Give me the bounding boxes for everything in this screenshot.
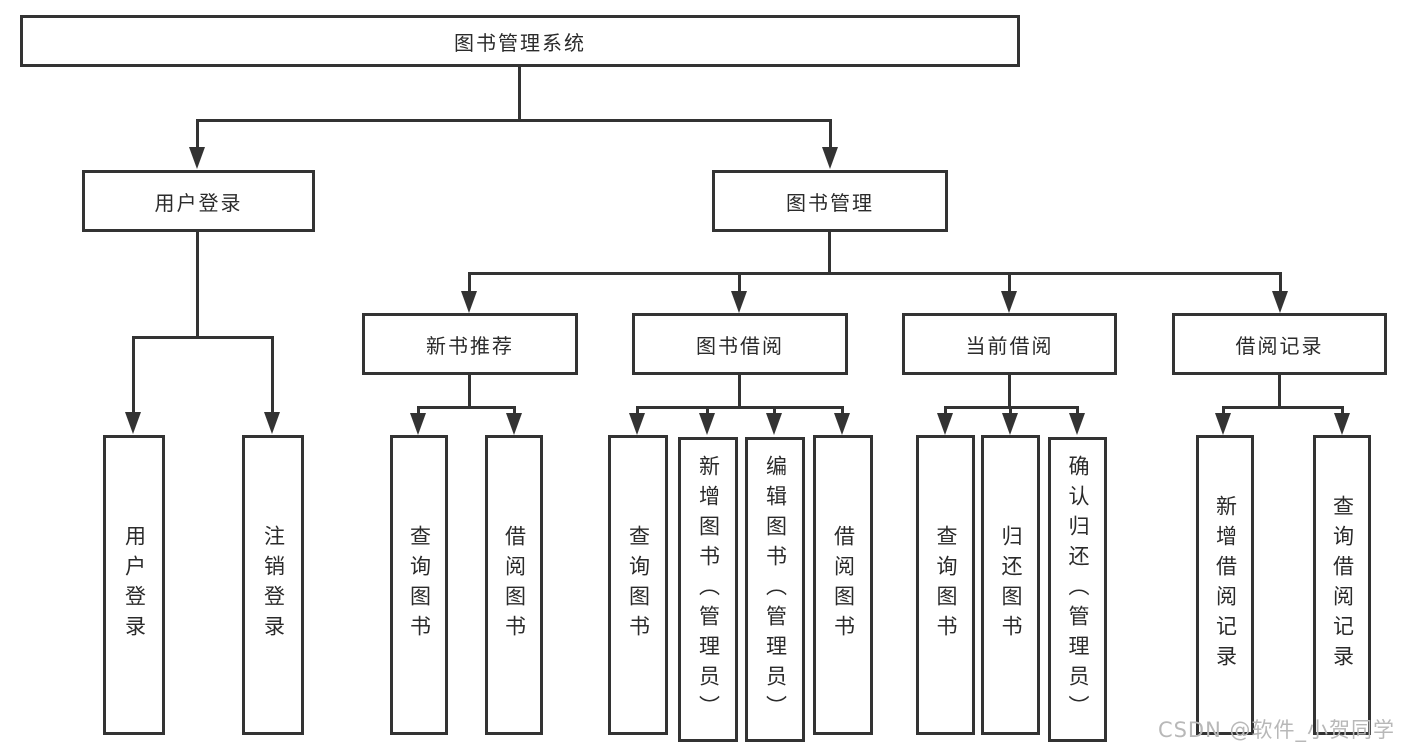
connector-line xyxy=(1222,406,1225,413)
leaf-label: 借阅图书 xyxy=(831,525,856,645)
connector-line xyxy=(636,406,844,409)
arrowhead-down-icon xyxy=(264,412,280,434)
connector-line xyxy=(1279,272,1282,291)
arrowhead-down-icon xyxy=(410,413,426,435)
connector-line xyxy=(1008,375,1011,406)
leaf-label: 编辑图书（管理员） xyxy=(763,454,788,725)
connector-line xyxy=(468,272,1282,275)
arrowhead-down-icon xyxy=(1002,413,1018,435)
node-label: 借阅记录 xyxy=(1235,333,1324,358)
connector-line xyxy=(132,336,135,412)
arrowhead-down-icon xyxy=(766,413,782,435)
connector-line xyxy=(196,119,832,122)
leaf-label: 查询图书 xyxy=(934,525,958,645)
node-label: 用户登录 xyxy=(154,190,243,215)
arrowhead-down-icon xyxy=(699,413,715,435)
leaf-confirm-return-admin: 确认归还（管理员） xyxy=(1048,437,1107,742)
leaf-label: 查询借阅记录 xyxy=(1330,495,1355,675)
connector-line xyxy=(196,119,199,147)
connector-line xyxy=(1222,406,1344,409)
leaf-query-books-newbook: 查询图书 xyxy=(390,435,448,735)
connector-line xyxy=(773,406,776,413)
leaf-query-borrow-record: 查询借阅记录 xyxy=(1313,435,1371,735)
node-current-borrowing: 当前借阅 xyxy=(902,313,1117,375)
connector-line xyxy=(738,272,741,291)
connector-line xyxy=(841,406,844,413)
arrowhead-down-icon xyxy=(125,412,141,434)
connector-line xyxy=(196,232,199,336)
arrowhead-down-icon xyxy=(834,413,850,435)
connector-line xyxy=(468,375,471,406)
arrowhead-down-icon xyxy=(822,147,838,169)
connector-line xyxy=(738,375,741,406)
leaf-label: 确认归还（管理员） xyxy=(1066,454,1090,725)
connector-line xyxy=(1009,406,1012,413)
node-label: 图书管理 xyxy=(786,190,874,215)
arrowhead-down-icon xyxy=(461,291,477,313)
connector-line xyxy=(132,336,274,339)
connector-line xyxy=(828,232,831,272)
leaf-edit-books-admin: 编辑图书（管理员） xyxy=(745,437,805,742)
leaf-add-books-admin: 新增图书（管理员） xyxy=(678,437,738,742)
connector-line xyxy=(1076,406,1079,413)
arrowhead-down-icon xyxy=(1334,413,1350,435)
arrowhead-down-icon xyxy=(731,291,747,313)
connector-line xyxy=(468,272,471,291)
arrowhead-down-icon xyxy=(506,413,522,435)
connector-line xyxy=(1278,375,1281,406)
connector-line xyxy=(1008,272,1011,291)
leaf-label: 归还图书 xyxy=(999,525,1023,645)
leaf-borrow-books-newbook: 借阅图书 xyxy=(485,435,543,735)
connector-line xyxy=(271,336,274,412)
connector-line xyxy=(417,406,516,409)
node-label: 图书管理系统 xyxy=(454,30,586,55)
node-borrowing-records: 借阅记录 xyxy=(1172,313,1387,375)
connector-line xyxy=(513,406,516,413)
leaf-return-books: 归还图书 xyxy=(981,435,1040,735)
leaf-user-login: 用户登录 xyxy=(103,435,165,735)
arrowhead-down-icon xyxy=(1272,291,1288,313)
node-label: 新书推荐 xyxy=(426,333,514,358)
node-label: 图书借阅 xyxy=(696,333,784,358)
arrowhead-down-icon xyxy=(189,147,205,169)
leaf-label: 借阅图书 xyxy=(502,525,527,645)
connector-line xyxy=(944,406,947,413)
leaf-label: 查询图书 xyxy=(626,525,651,645)
leaf-label: 查询图书 xyxy=(407,525,432,645)
arrowhead-down-icon xyxy=(937,413,953,435)
leaf-label: 新增借阅记录 xyxy=(1213,495,1238,675)
connector-line xyxy=(1341,406,1344,413)
connector-line xyxy=(417,406,420,413)
arrowhead-down-icon xyxy=(1215,413,1231,435)
connector-line xyxy=(636,406,639,413)
leaf-add-borrow-record: 新增借阅记录 xyxy=(1196,435,1254,735)
arrowhead-down-icon xyxy=(1001,291,1017,313)
node-library-management-system: 图书管理系统 xyxy=(20,15,1020,67)
connector-line xyxy=(829,119,832,147)
node-new-book-recommend: 新书推荐 xyxy=(362,313,578,375)
leaf-label: 注销登录 xyxy=(261,525,286,645)
leaf-borrow-books-borrow: 借阅图书 xyxy=(813,435,873,735)
leaf-logout: 注销登录 xyxy=(242,435,304,735)
arrowhead-down-icon xyxy=(1069,413,1085,435)
leaf-label: 用户登录 xyxy=(122,525,147,645)
node-user-login: 用户登录 xyxy=(82,170,315,232)
connector-line xyxy=(706,406,709,413)
leaf-query-books-current: 查询图书 xyxy=(916,435,975,735)
leaf-label: 新增图书（管理员） xyxy=(696,454,721,725)
node-book-borrowing: 图书借阅 xyxy=(632,313,848,375)
arrowhead-down-icon xyxy=(629,413,645,435)
leaf-query-books-borrow: 查询图书 xyxy=(608,435,668,735)
node-label: 当前借阅 xyxy=(965,333,1054,358)
node-book-management: 图书管理 xyxy=(712,170,948,232)
connector-line xyxy=(518,67,521,119)
